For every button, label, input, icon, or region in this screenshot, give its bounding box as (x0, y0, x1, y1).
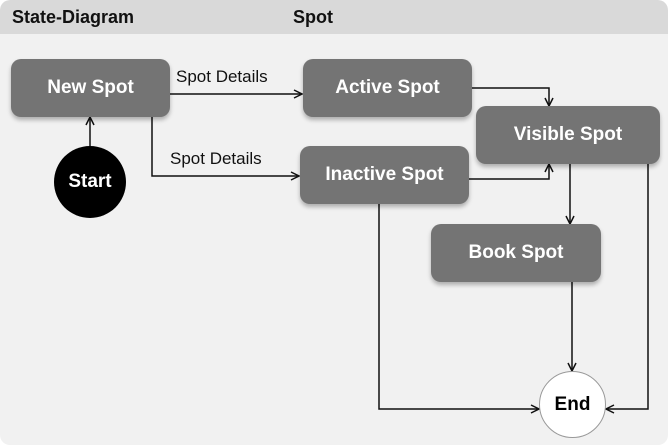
diagram-subject: Spot (293, 7, 333, 27)
arrow-new-to-inactive (151, 117, 299, 176)
state-new-spot[interactable]: New Spot (11, 59, 170, 117)
state-visible-spot-label: Visible Spot (513, 124, 623, 145)
arrow-inactive-to-visible (469, 164, 549, 180)
state-new-spot-label: New Spot (47, 77, 134, 98)
diagram-title: State-Diagram (12, 7, 135, 27)
state-active-spot[interactable]: Active Spot (303, 59, 472, 117)
transition-label-new-to-inactive: Spot Details (170, 149, 262, 168)
start-node[interactable]: Start (54, 146, 126, 218)
transition-label-new-to-active: Spot Details (176, 67, 268, 86)
state-inactive-spot[interactable]: Inactive Spot (300, 146, 469, 204)
end-node[interactable]: End (539, 371, 606, 438)
arrow-active-to-visible (472, 87, 549, 106)
state-active-spot-label: Active Spot (335, 77, 440, 98)
arrow-visible-to-end (606, 148, 649, 409)
end-node-label: End (554, 393, 591, 415)
state-book-spot[interactable]: Book Spot (431, 224, 601, 282)
state-inactive-spot-label: Inactive Spot (325, 164, 444, 185)
arrow-inactive-to-end (378, 204, 539, 409)
start-node-label: Start (68, 171, 112, 192)
state-book-spot-label: Book Spot (468, 242, 564, 263)
diagram-header: State-Diagram Spot (0, 0, 668, 34)
state-visible-spot[interactable]: Visible Spot (476, 106, 660, 164)
